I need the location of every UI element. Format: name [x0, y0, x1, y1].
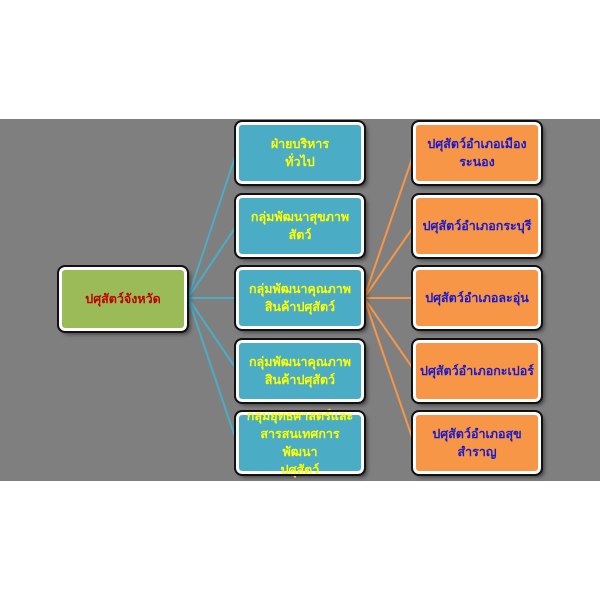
connector-division-to-district-5	[363, 297, 415, 444]
division-node-5: กลุ่มยุทธศาสตร์และ สารสนเทศการพัฒนา ปศุส…	[234, 408, 366, 477]
root-node-label: ปศุสัตว์จังหวัด	[85, 290, 161, 306]
division-node-1: ฝ่ายบริหาร ทั่วไป	[234, 120, 366, 186]
district-node-label: ปศุสัตว์อำเภอกระบุรี	[422, 217, 532, 233]
district-node-4: ปศุสัตว์อำเภอกะเปอร์	[411, 338, 543, 404]
connector-root-to-division-4	[187, 297, 238, 371]
division-node-4: กลุ่มพัฒนาคุณภาพ สินค้าปศุสัตว์	[234, 338, 366, 404]
root-node: ปศุสัตว์จังหวัด	[57, 265, 189, 333]
district-node-5: ปศุสัตว์อำเภอสุข สำราญ	[411, 410, 543, 476]
connector-division-to-district-1	[363, 152, 415, 299]
division-node-label: กลุ่มพัฒนาสุขภาพสัตว์	[250, 208, 350, 242]
district-node-1: ปศุสัตว์อำเภอเมือง ระนอง	[411, 120, 543, 186]
division-node-label: ฝ่ายบริหาร ทั่วไป	[270, 135, 330, 169]
division-node-label: กลุ่มพัฒนาคุณภาพ สินค้าปศุสัตว์	[248, 280, 352, 314]
district-node-2: ปศุสัตว์อำเภอกระบุรี	[411, 193, 543, 259]
district-node-label: ปศุสัตว์อำเภอกะเปอร์	[420, 362, 534, 378]
district-node-label: ปศุสัตว์อำเภอละอุ่น	[425, 289, 529, 305]
district-node-label: ปศุสัตว์อำเภอสุข สำราญ	[432, 425, 522, 459]
division-node-label: กลุ่มพัฒนาคุณภาพ สินค้าปศุสัตว์	[248, 353, 352, 387]
connector-division-to-district-2	[363, 225, 415, 299]
connector-root-to-division-1	[187, 150, 238, 299]
connector-root-to-division-5	[187, 297, 238, 444]
connector-division-to-district-4	[363, 297, 415, 371]
connector-root-to-division-2	[187, 224, 238, 299]
district-node-3: ปศุสัตว์อำเภอละอุ่น	[411, 265, 543, 331]
division-node-2: กลุ่มพัฒนาสุขภาพสัตว์	[234, 193, 366, 259]
division-node-3: กลุ่มพัฒนาคุณภาพ สินค้าปศุสัตว์	[234, 265, 366, 331]
district-node-label: ปศุสัตว์อำเภอเมือง ระนอง	[427, 135, 527, 169]
division-node-label: กลุ่มยุทธศาสตร์และ สารสนเทศการพัฒนา ปศุส…	[246, 407, 354, 478]
